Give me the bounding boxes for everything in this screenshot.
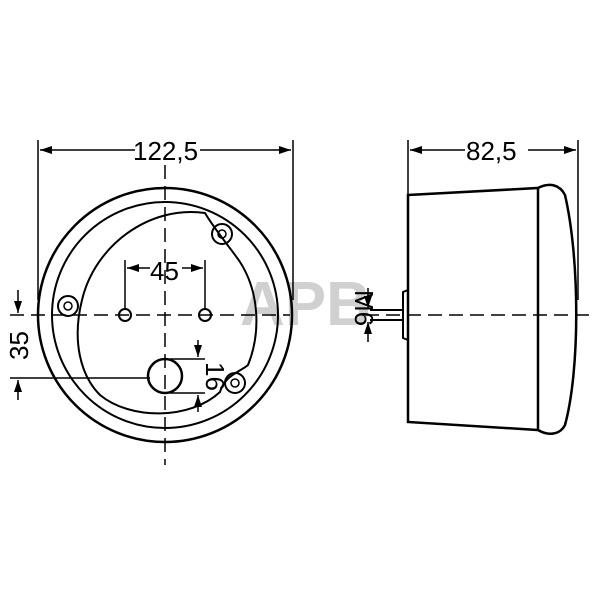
housing-body (406, 186, 540, 432)
lens (537, 183, 578, 435)
dimensions-side (364, 140, 579, 342)
front-view (10, 165, 294, 465)
watermark-logo: APB (240, 270, 371, 339)
screw-hole (224, 372, 246, 394)
dim-diameter-label: 122,5 (133, 136, 198, 166)
mounting-plate-cutout (76, 211, 258, 415)
screw-hole (217, 229, 227, 239)
screw-hole (211, 223, 233, 245)
dim-hole-spacing-label: 45 (150, 256, 179, 286)
dimensions-front (10, 140, 294, 412)
dim-offset-label: 35 (4, 331, 34, 360)
side-view (365, 183, 590, 435)
screw-hole (63, 301, 73, 311)
dim-hole-diameter-label: 16 (200, 362, 230, 391)
watermark: APB (240, 270, 371, 339)
screw-holes (57, 223, 246, 394)
mounting-flange (402, 289, 409, 341)
screw-hole (230, 378, 240, 388)
dim-depth-label: 82,5 (466, 136, 517, 166)
dim-thread-label: M6 (349, 290, 379, 326)
screw-hole (57, 295, 79, 317)
